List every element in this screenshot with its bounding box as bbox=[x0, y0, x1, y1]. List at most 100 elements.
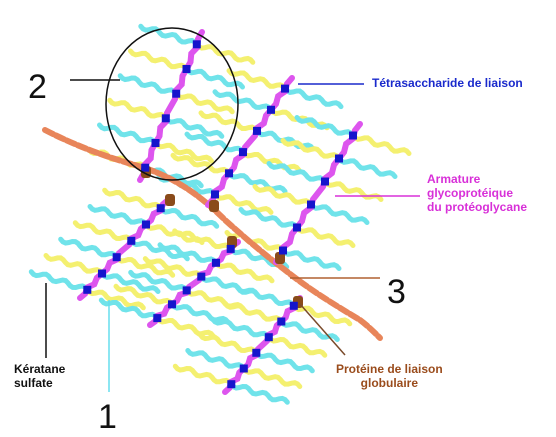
tetrasaccharide-link-square bbox=[141, 163, 150, 172]
glycosaminoglycan-chain bbox=[154, 315, 216, 339]
glycosaminoglycan-chain bbox=[238, 207, 300, 230]
glycosaminoglycan-chain bbox=[117, 73, 179, 97]
glycosaminoglycan-chain bbox=[173, 91, 235, 115]
core-proteins bbox=[77, 29, 363, 395]
glycosaminoglycan-chain bbox=[98, 297, 160, 321]
glycosaminoglycan-chain bbox=[280, 248, 342, 271]
tetrasaccharide-link-square bbox=[211, 190, 219, 199]
glycosaminoglycan-chain bbox=[158, 205, 220, 229]
glycosaminoglycan-chain bbox=[252, 184, 314, 207]
glycosaminoglycan-chain bbox=[198, 110, 260, 134]
tetrasaccharide-link-square bbox=[252, 348, 261, 357]
leader-line-proteine bbox=[299, 303, 346, 356]
tetrasaccharide-link-square bbox=[321, 177, 329, 186]
tetrasaccharide-link-square bbox=[226, 244, 235, 253]
glycosaminoglycan-chain bbox=[294, 115, 356, 138]
glycosaminoglycan-chain bbox=[350, 133, 412, 156]
glycosaminoglycan-chain bbox=[113, 283, 175, 307]
leader-lines bbox=[45, 79, 420, 392]
label-armature-line-3: du protéoglycane bbox=[427, 200, 528, 214]
tetrasaccharide-link-square bbox=[197, 272, 206, 281]
glycosaminoglycan-chain bbox=[87, 204, 149, 227]
tetrasaccharide-link-square bbox=[289, 301, 298, 310]
glycosaminoglycan-chain bbox=[172, 228, 234, 252]
tetrasaccharide-link-square bbox=[212, 258, 220, 267]
glycosaminoglycan-chain bbox=[253, 350, 315, 374]
tetrasaccharide-link-square bbox=[281, 84, 289, 93]
tetrasaccharide-link-square bbox=[239, 364, 248, 373]
tetrasaccharide-link-square bbox=[239, 148, 247, 157]
glycosaminoglycan-chain bbox=[266, 161, 328, 184]
glycosaminoglycan-chain bbox=[308, 202, 370, 225]
label-keratane: Kératane sulfate bbox=[14, 362, 65, 390]
label-armature-line-1: Armature bbox=[427, 172, 481, 186]
tetrasaccharide-link-square bbox=[168, 300, 176, 309]
label-armature: Armature glycoprotéique du protéoglycane bbox=[427, 172, 527, 214]
glycosaminoglycan-chain bbox=[28, 269, 90, 293]
link-protein-block bbox=[165, 194, 175, 206]
label-proteine-line-2: globulaire bbox=[360, 376, 419, 390]
glycosaminoglycan-chain bbox=[197, 332, 259, 356]
label-proteine: Protéine de liaison globulaire bbox=[336, 362, 443, 390]
tetrasaccharide-links bbox=[83, 40, 357, 389]
glycosaminoglycan-chain bbox=[114, 254, 176, 278]
glycosaminoglycan-chain bbox=[58, 236, 120, 260]
glycosaminoglycan-chain bbox=[222, 301, 284, 324]
glycosaminoglycan-chain bbox=[102, 187, 164, 211]
glycosaminoglycan-chain bbox=[184, 66, 245, 90]
tetrasaccharide-link-square bbox=[293, 223, 301, 232]
core-protein-strand bbox=[77, 197, 171, 301]
glycosaminoglycan-chain bbox=[226, 170, 288, 194]
glycosaminoglycan-chain bbox=[43, 253, 105, 276]
glycosaminoglycan-chain bbox=[235, 285, 297, 309]
tetrasaccharide-link-square bbox=[156, 204, 165, 213]
glycosaminoglycan-chain bbox=[169, 301, 231, 325]
glycosaminoglycan-chain bbox=[280, 138, 342, 161]
tetrasaccharide-link-square bbox=[172, 89, 181, 98]
glycosaminoglycan-chain bbox=[336, 156, 398, 179]
glycosaminoglycan-chain bbox=[282, 86, 344, 110]
tetrasaccharide-link-square bbox=[253, 126, 261, 135]
tetrasaccharide-link-square bbox=[192, 40, 201, 49]
glycosaminoglycan-chain bbox=[226, 68, 288, 92]
glycosaminoglycan-chain bbox=[266, 334, 328, 358]
tetrasaccharide-link-square bbox=[161, 114, 170, 123]
tetrasaccharide-link-square bbox=[267, 105, 275, 114]
tetrasaccharide-link-square bbox=[83, 285, 92, 294]
glycosaminoglycan-chain bbox=[194, 41, 256, 65]
core-protein-strand bbox=[222, 295, 303, 395]
glycosaminoglycan-chain bbox=[294, 225, 356, 248]
glycosaminoglycan-chain bbox=[72, 220, 134, 244]
tetrasaccharide-link-square bbox=[151, 139, 160, 147]
glycosaminoglycan-chain bbox=[322, 179, 384, 202]
glycosaminoglycan-chain bbox=[210, 316, 272, 340]
tetrasaccharide-link-square bbox=[98, 269, 106, 278]
label-keratane-line-1: Kératane bbox=[14, 362, 66, 376]
tetrasaccharide-link-square bbox=[225, 169, 233, 178]
tetrasaccharide-link-square bbox=[227, 380, 236, 389]
link-protein-block bbox=[275, 252, 285, 264]
tetrasaccharide-link-square bbox=[182, 65, 191, 73]
glycosaminoglycan-chain bbox=[138, 23, 200, 47]
hyaluronic-acid-backbone bbox=[42, 127, 383, 341]
highlight-circle bbox=[105, 27, 239, 181]
label-proteine-line-1: Protéine de liaison bbox=[336, 362, 443, 376]
glycosaminoglycan-chain bbox=[241, 366, 303, 389]
tetrasaccharide-link-square bbox=[153, 314, 162, 323]
tetrasaccharide-link-square bbox=[127, 236, 136, 245]
glycosaminoglycan-chain bbox=[153, 140, 214, 164]
glycosaminoglycan-chain bbox=[128, 269, 190, 293]
glycosaminoglycan-chain bbox=[142, 256, 204, 280]
glycosaminoglycan-chain bbox=[212, 191, 274, 215]
core-protein-strand bbox=[273, 121, 363, 265]
label-number-1: 1 bbox=[98, 398, 117, 436]
tetrasaccharide-link-square bbox=[307, 200, 315, 209]
glycosaminoglycan-chain bbox=[163, 115, 225, 139]
tetrasaccharide-link-square bbox=[264, 333, 273, 342]
tetrasaccharide-link-square bbox=[279, 246, 287, 255]
glycosaminoglycan-chain bbox=[107, 97, 169, 121]
glycosaminoglycan-chain bbox=[128, 48, 189, 72]
glycosaminoglycan-chain bbox=[291, 303, 353, 327]
core-protein-strand bbox=[147, 239, 241, 328]
